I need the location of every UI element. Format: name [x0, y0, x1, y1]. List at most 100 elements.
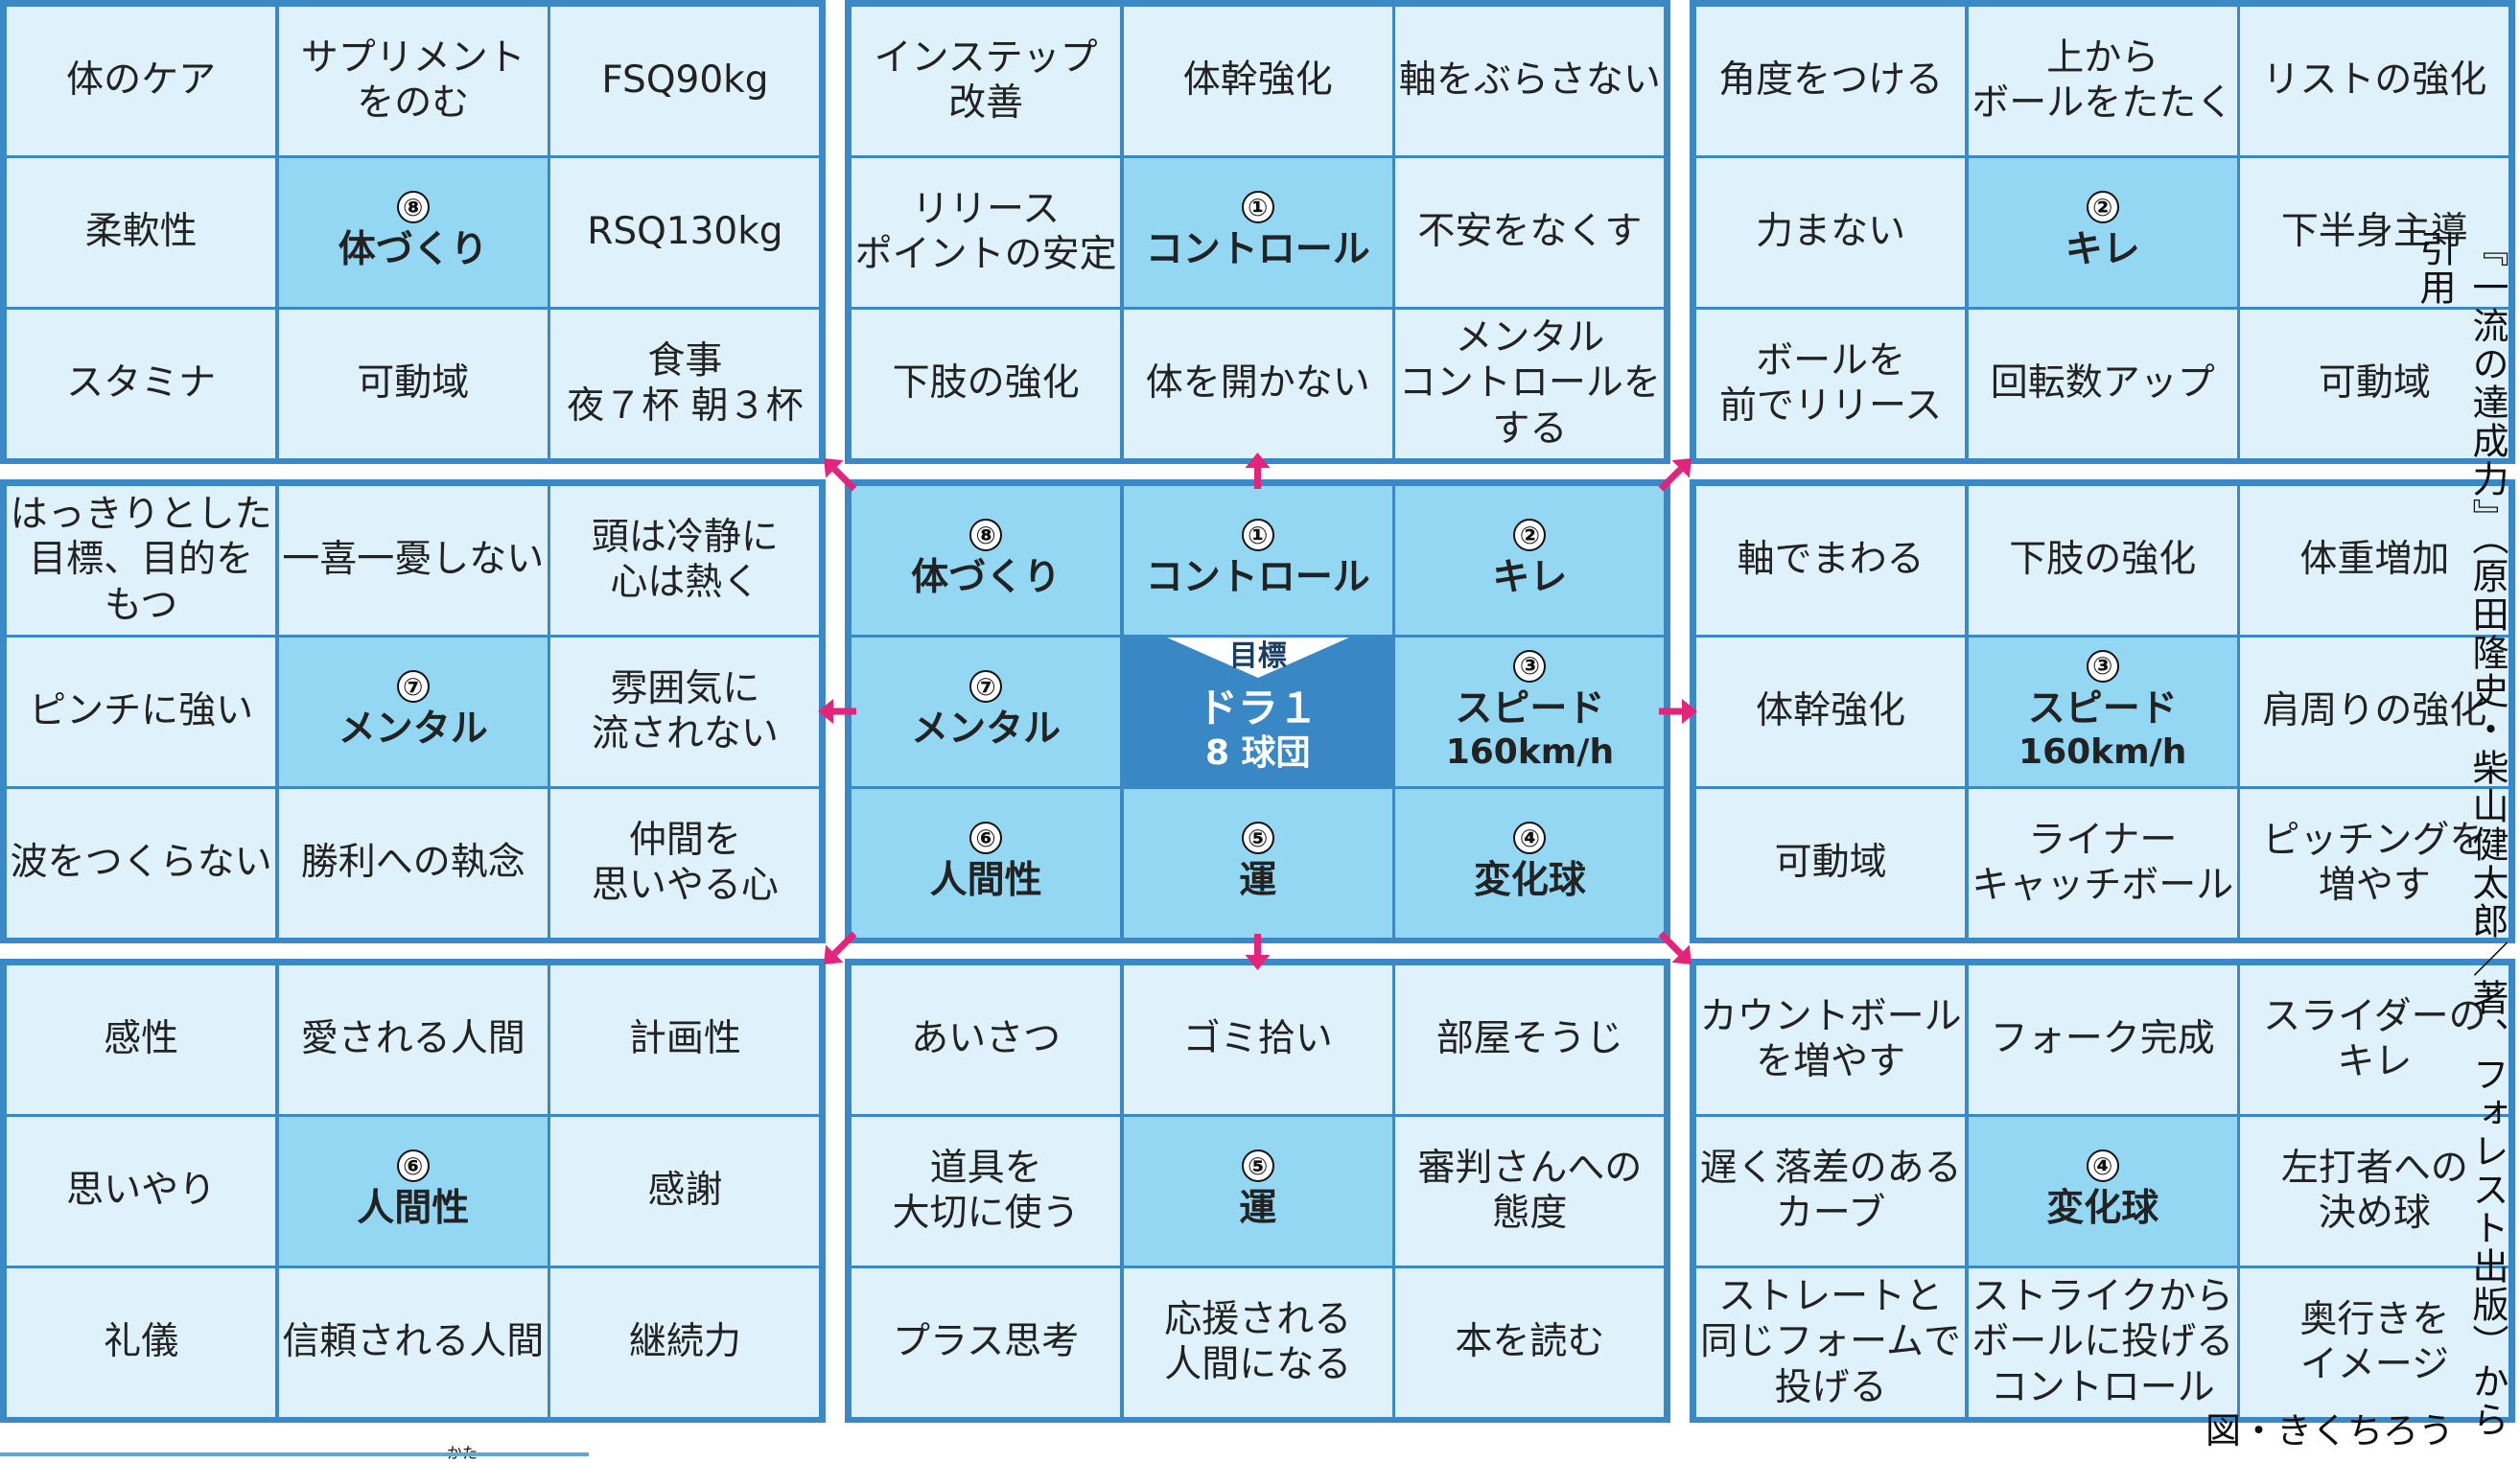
item-cell: ライナー キャッチボール: [1966, 787, 2239, 940]
cell-label: サプリメント をのむ: [300, 35, 525, 126]
cell-label: スタミナ: [66, 361, 217, 406]
goal-tag-label: 目標: [1228, 639, 1287, 673]
cell-label: 体づくり: [338, 228, 488, 272]
cell-label: インステップ 改善: [874, 35, 1098, 126]
cell-label: 計画性: [628, 1017, 741, 1061]
number-badge: ②: [2086, 191, 2119, 224]
item-cell: 左打者への 決め球: [2238, 1115, 2511, 1267]
cell-label: 軸をぶらさない: [1398, 58, 1661, 103]
item-cell: リリース ポイントの安定: [850, 156, 1123, 309]
cell-label: 変化球: [1473, 859, 1586, 903]
cell-label: 雰囲気に 流されない: [591, 666, 779, 756]
item-cell: 食事 夜７杯 朝３杯: [548, 308, 822, 460]
cell-label: 下半身主導: [2280, 210, 2468, 254]
item-cell: 体重増加: [2238, 484, 2511, 637]
cell-label: 食事 夜７杯 朝３杯: [567, 338, 804, 429]
item-cell: 体幹強化: [1694, 636, 1968, 788]
number-badge: ③: [2086, 649, 2119, 683]
item-cell: あいさつ: [850, 964, 1123, 1116]
cell-label: 波をつくらない: [10, 841, 272, 885]
cell-label: スピード: [1455, 686, 1605, 731]
cell-label: 人間性: [929, 859, 1042, 903]
cell-label: 体を開かない: [1145, 361, 1370, 406]
item-cell: カウントボール を増やす: [1694, 964, 1968, 1116]
cell-label: 継続力: [628, 1320, 741, 1364]
cell-label: 力まない: [1756, 210, 1906, 254]
cell-label: 感謝: [647, 1169, 723, 1213]
item-cell: ボールを 前でリリース: [1694, 308, 1968, 460]
cell-label: 体幹強化: [1182, 58, 1333, 103]
item-cell: 下半身主導: [2238, 156, 2511, 309]
cell-label: RSQ130kg: [587, 210, 783, 254]
cell-label: あいさつ: [911, 1017, 1062, 1061]
item-cell: 継続力: [548, 1266, 822, 1419]
goal-main: ドラ１: [1197, 684, 1318, 732]
cell-label: 本を読む: [1455, 1320, 1605, 1364]
cell-label: 左打者への 決め球: [2280, 1146, 2468, 1236]
item-cell: スライダーの キレ: [2238, 964, 2511, 1116]
item-cell: ピンチに強い: [5, 636, 278, 788]
item-cell: 軸でまわる: [1694, 484, 1968, 637]
item-cell: 一喜一憂しない: [276, 484, 549, 637]
cell-label: 体重増加: [2299, 538, 2450, 582]
cell-label: ピッチングを 増やす: [2262, 818, 2487, 908]
cell-label: 可動域: [1774, 841, 1887, 885]
number-badge: ⑤: [1241, 1150, 1274, 1183]
item-cell: 応援される 人間になる: [1121, 1266, 1394, 1419]
item-cell: 可動域: [1694, 787, 1968, 940]
cell-label: FSQ90kg: [601, 58, 769, 103]
cell-label: 仲間を 思いやる心: [591, 818, 779, 908]
cell-label: 下肢の強化: [2009, 538, 2197, 582]
item-cell: 審判さんへの 態度: [1393, 1115, 1667, 1267]
item-cell: メンタル コントロールを する: [1393, 308, 1667, 460]
item-cell: 愛される人間: [276, 964, 549, 1116]
cell-sublabel: 160km/h: [1445, 732, 1615, 773]
cell-label: 審判さんへの 態度: [1417, 1146, 1643, 1236]
item-cell: 感謝: [548, 1115, 822, 1267]
cell-label: フォーク完成: [1990, 1017, 2215, 1061]
cell-label: 回転数アップ: [1990, 361, 2215, 406]
cell-label: 遅く落差のある カーブ: [1699, 1146, 1962, 1236]
item-cell: 力まない: [1694, 156, 1968, 309]
illustration-credit: 図・きくちろう: [2205, 1410, 2454, 1451]
goal-tag-shape: [1166, 638, 1349, 678]
number-badge: ②: [1513, 519, 1547, 552]
item-cell: フォーク完成: [1966, 964, 2239, 1116]
item-cell: ゴミ拾い: [1121, 964, 1394, 1116]
cell-sublabel: 160km/h: [2018, 732, 2187, 773]
cell-label: プラス思考: [892, 1320, 1080, 1364]
number-badge: ⑤: [1241, 822, 1274, 855]
cell-label: スピード: [2027, 686, 2178, 731]
cell-label: 礼儀: [104, 1320, 179, 1364]
cell-label: ストレートと 同じフォームで 投げる: [1700, 1274, 1961, 1410]
block-ml: はっきりとした 目標、目的を もつ一喜一憂しない頭は冷静に 心は熱くピンチに強い…: [0, 479, 826, 943]
cell-label: コントロール: [1145, 228, 1370, 272]
cell-label: 体幹強化: [1756, 689, 1906, 733]
corner-rule: [0, 1452, 589, 1456]
item-cell: リストの強化: [2238, 5, 2511, 157]
item-cell: 勝利への執念: [276, 787, 549, 940]
cell-label: ストライクから ボールに投げる コントロール: [1972, 1274, 2234, 1410]
source-citation: 『一流の達成力』（原田隆史・柴山健太郎／著、フォレスト出版）から引用: [2414, 230, 2508, 1439]
item-cell: スタミナ: [5, 308, 278, 460]
cell-label: 運: [1239, 859, 1277, 903]
item-cell: 遅く落差のある カーブ: [1694, 1115, 1968, 1267]
cell-label: 運: [1239, 1187, 1277, 1231]
item-cell: プラス思考: [850, 1266, 1123, 1419]
item-cell: 計画性: [548, 964, 822, 1116]
cell-label: 感性: [104, 1017, 179, 1061]
cell-label: はっきりとした 目標、目的を もつ: [10, 492, 272, 628]
